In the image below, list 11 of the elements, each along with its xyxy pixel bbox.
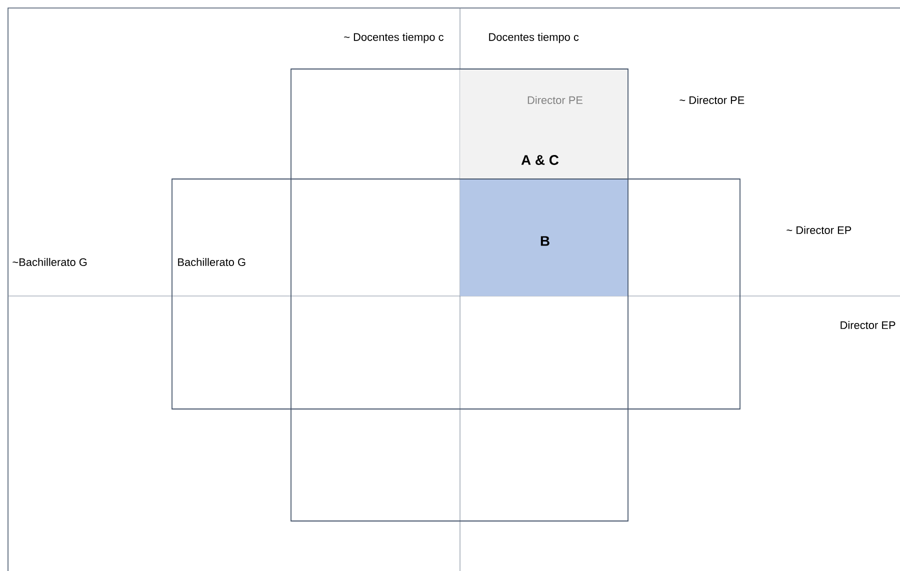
cell-label: A & C (521, 155, 559, 165)
set-label: ~ Docentes tiempo c (344, 32, 444, 44)
cell-label: B (540, 236, 550, 246)
set-label: Director EP (840, 320, 896, 330)
set-label: Docentes tiempo c (489, 32, 579, 44)
cell-label: Director PE (528, 96, 583, 104)
set-label: ~Bachillerato G (12, 258, 87, 266)
set-label: Bachillerato G (178, 258, 246, 266)
set-label: ~ Director PE (680, 96, 744, 104)
venn-rectangle (290, 68, 628, 522)
set-label: ~ Director EP (786, 226, 852, 234)
